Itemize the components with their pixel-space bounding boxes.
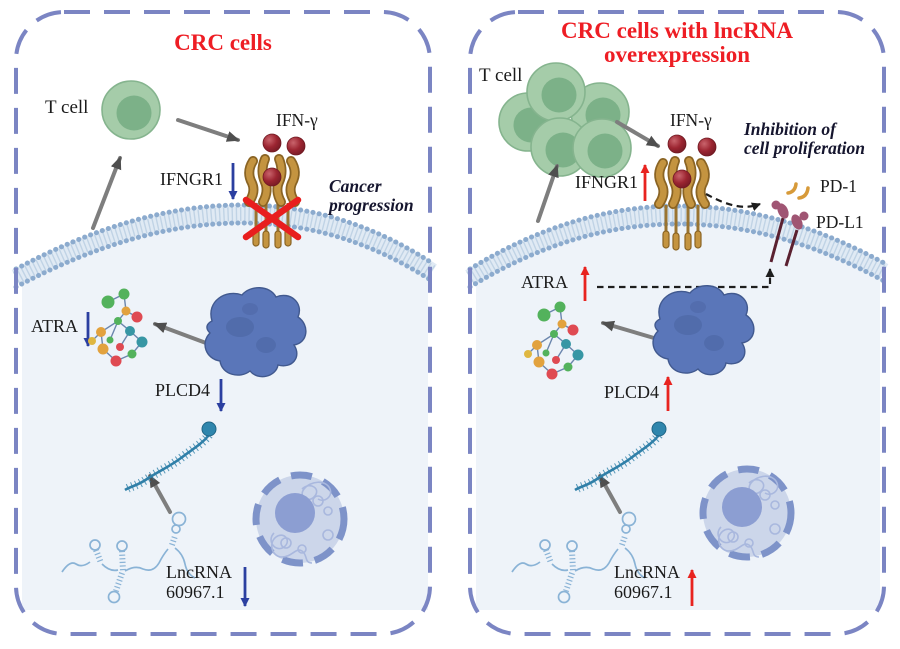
atra-label: ATRA [521,272,569,292]
down-arrows [83,163,250,607]
right-panel-title: CRC cells with lncRNA overexpression [561,18,793,68]
cell-membrane [11,202,437,290]
pdl1-label: PD-L1 [816,212,864,232]
left-panel-title: CRC cells [174,30,272,55]
left-panel [11,10,437,636]
right-panel [465,10,889,636]
pd1-receptor [786,182,810,200]
pd1-label: PD-1 [820,176,857,196]
nucleus [703,469,791,557]
ifn-gamma-molecules [262,133,306,156]
right-panel-border [468,10,886,636]
t-cell [101,80,161,140]
gray-arrows [91,118,240,514]
nucleus [256,475,344,563]
arrow-protein-to-atra [153,322,208,345]
plcd4-protein [652,285,755,376]
plcd4-label: PLCD4 [155,380,211,400]
arrow-lncrna-to-mrna [148,474,172,514]
ifn-gamma-label: IFN-γ [276,110,318,130]
arrow-tcell-to-ifn [615,120,660,148]
left-panel-border [14,10,432,636]
arrow-membrane-to-tcell [91,156,122,230]
arrow-tcell-to-ifn [176,118,240,142]
arrow-lncrna-to-mrna [598,474,622,514]
ifn-gamma-molecules [667,134,717,157]
ifngr1-label: IFNGR1 [160,169,224,189]
gray-arrows [536,120,660,514]
plcd4-protein [204,287,307,378]
dashed-signal-arrows [597,193,775,289]
cytoplasm [22,218,428,610]
pdl1-receptor [769,200,809,267]
arrow-atra-to-pdl1 [597,268,775,289]
arrow-membrane-to-tcell [536,164,559,223]
atra-label: ATRA [31,316,79,336]
ifn-gamma-label: IFN-γ [670,110,712,130]
inhibition-label: Inhibition of cell proliferation [744,119,866,159]
inhibit-cross-icon [242,196,302,241]
arrow-receptor-to-pdl1 [705,193,761,212]
up-arrows [580,164,697,606]
lncrna-label: LncRNA 60967.1 [614,562,680,602]
plcd4-label: PLCD4 [604,382,660,402]
t-cell-label: T cell [479,65,523,86]
t-cell-label: T cell [45,97,89,118]
arrow-protein-to-atra [601,320,656,340]
ifngr1-label: IFNGR1 [575,172,639,192]
cancer-progression-label: Cancer progression [329,176,414,216]
lncrna-label: LncRNA 60967.1 [166,562,232,602]
